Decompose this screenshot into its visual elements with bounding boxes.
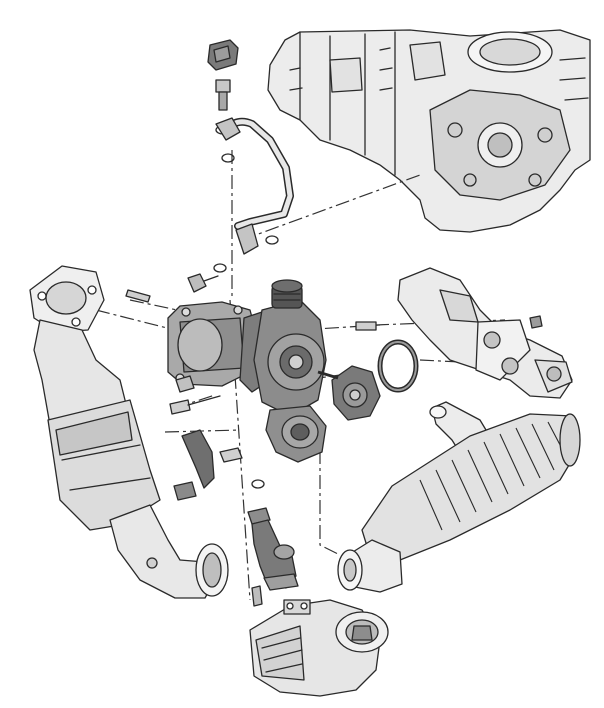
engine-block (267, 29, 591, 233)
turbocharger (167, 279, 327, 463)
studs (125, 289, 543, 331)
intercooler-hose (337, 401, 581, 593)
wastegate-actuator (317, 365, 381, 421)
banjo-bolt (215, 79, 231, 135)
catalytic-converter (29, 265, 229, 599)
oil-filter-housing (249, 599, 389, 697)
exhaust-manifold (397, 267, 573, 399)
oil-return-pipe (247, 479, 299, 607)
oil-feed-pipe (187, 117, 294, 293)
manifold-gasket (377, 339, 419, 393)
hose-clamp-clip (207, 39, 239, 71)
hose-corrugations (419, 421, 569, 531)
support-bracket (169, 395, 243, 501)
